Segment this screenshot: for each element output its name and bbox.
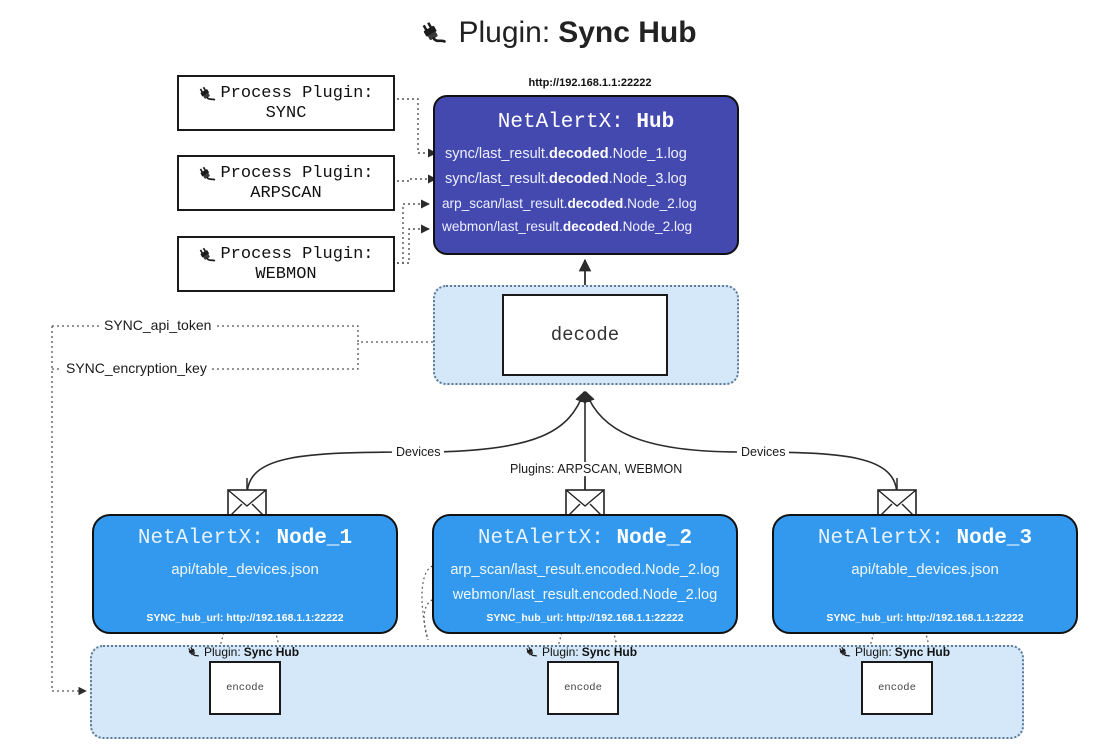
- plug-icon: [198, 245, 218, 265]
- encode-caption-name: Sync Hub: [243, 645, 300, 659]
- node-3-hub-url: SYNC_hub_url: http://192.168.1.1:22222: [826, 612, 1024, 624]
- encode-box-3[interactable]: encode: [861, 661, 933, 715]
- node-1[interactable]: NetAlertX: Node_1 api/table_devices.json…: [92, 514, 398, 634]
- node-title-name: Node_3: [956, 527, 1033, 550]
- log-em: decoded: [567, 195, 624, 211]
- log-post: .Node_1.log: [608, 146, 687, 162]
- node-title-name: Node_2: [616, 527, 693, 550]
- plug-icon: [525, 645, 539, 659]
- hub-log-line: arp_scan/last_result.decoded.Node_2.log: [435, 192, 737, 215]
- encode-box-1[interactable]: encode: [209, 661, 281, 715]
- plug-icon: [187, 645, 201, 659]
- plug-icon: [838, 645, 852, 659]
- plug-icon: [198, 84, 218, 104]
- node-title-name: Node_1: [276, 527, 353, 550]
- log-em: decoded: [548, 170, 609, 187]
- log-post: .Node_2.log: [618, 219, 693, 235]
- node-title-prefix: NetAlertX:: [477, 527, 604, 550]
- process-plugin-arpscan[interactable]: Process Plugin: ARPSCAN: [177, 155, 395, 211]
- decode-box[interactable]: decode: [502, 294, 668, 376]
- hub-log-line: sync/last_result.decoded.Node_3.log: [435, 167, 737, 192]
- encode-caption-prefix: Plugin:: [855, 645, 892, 659]
- plug-icon: [198, 164, 218, 184]
- edge-keys-to-encode-band: [51, 326, 87, 696]
- log-post: .Node_3.log: [608, 170, 687, 187]
- process-plugin-arpscan-row: Process Plugin:: [198, 163, 374, 184]
- hub-url-label: http://192.168.1.1:22222: [528, 77, 652, 89]
- node-line: arp_scan/last_result.encoded.Node_2.log: [450, 562, 720, 578]
- node-2-hub-url: SYNC_hub_url: http://192.168.1.1:22222: [486, 612, 684, 624]
- hub-log-list: sync/last_result.decoded.Node_1.log sync…: [435, 142, 737, 239]
- title-prefix: Plugin:: [458, 16, 551, 49]
- encode-2-caption: Plugin: Sync Hub: [525, 645, 637, 659]
- node-3-title: NetAlertX: Node_3: [774, 527, 1076, 550]
- log-pre: arp_scan/last_result.: [442, 195, 568, 211]
- sync-api-token-label: SYNC_api_token: [100, 317, 216, 333]
- node-2-body: arp_scan/last_result.encoded.Node_2.log …: [434, 558, 736, 608]
- encode-caption-prefix: Plugin:: [542, 645, 579, 659]
- encode-box-2[interactable]: encode: [547, 661, 619, 715]
- hub-log-line: webmon/last_result.decoded.Node_2.log: [435, 215, 737, 238]
- hub-title-name: Hub: [636, 111, 675, 134]
- encode-3-caption: Plugin: Sync Hub: [838, 645, 950, 659]
- encode-caption-name: Sync Hub: [894, 645, 951, 659]
- log-post: .Node_2.log: [623, 195, 697, 211]
- process-plugin-caption: Process Plugin:: [220, 83, 374, 103]
- process-plugin-webmon[interactable]: Process Plugin: WEBMON: [177, 236, 395, 292]
- edge-label-plugins-center: Plugins: ARPSCAN, WEBMON: [506, 462, 687, 476]
- process-plugin-name: WEBMON: [255, 265, 317, 284]
- edge-arpscan-to-hub: [397, 174, 437, 184]
- node-line: webmon/last_result.encoded.Node_2.log: [452, 586, 718, 603]
- node-1-body: api/table_devices.json: [94, 558, 396, 581]
- process-plugin-webmon-row: Process Plugin:: [198, 244, 374, 265]
- node-2[interactable]: NetAlertX: Node_2 arp_scan/last_result.e…: [432, 514, 738, 634]
- node-1-title: NetAlertX: Node_1: [94, 527, 396, 550]
- log-pre: sync/last_result.: [445, 170, 549, 187]
- sync-encryption-key-label: SYNC_encryption_key: [62, 360, 211, 376]
- process-plugin-name: SYNC: [265, 104, 307, 123]
- process-plugin-sync[interactable]: Process Plugin: SYNC: [177, 75, 395, 131]
- node-line: api/table_devices.json: [851, 561, 999, 578]
- page-title: Plugin: Sync Hub: [0, 16, 1117, 50]
- node-3-body: api/table_devices.json: [774, 558, 1076, 581]
- log-em: decoded: [548, 146, 609, 162]
- encode-caption-name: Sync Hub: [581, 645, 638, 659]
- hub-node[interactable]: NetAlertX: Hub sync/last_result.decoded.…: [433, 95, 739, 255]
- edge-sync-to-hub: [397, 98, 437, 158]
- edge-node3-to-decode: [584, 390, 898, 497]
- node-title-prefix: NetAlertX:: [137, 527, 264, 550]
- process-plugin-name: ARPSCAN: [250, 184, 322, 203]
- node-line: api/table_devices.json: [171, 561, 319, 578]
- edge-label-devices-right: Devices: [737, 445, 790, 459]
- process-plugin-caption: Process Plugin:: [220, 244, 374, 264]
- hub-title-prefix: NetAlertX:: [497, 111, 624, 134]
- plug-icon: [420, 18, 450, 48]
- process-plugin-caption: Process Plugin:: [220, 163, 374, 183]
- edge-label-devices-left: Devices: [392, 445, 445, 459]
- encode-1-caption: Plugin: Sync Hub: [187, 645, 299, 659]
- node-3[interactable]: NetAlertX: Node_3 api/table_devices.json…: [772, 514, 1078, 634]
- process-plugin-sync-row: Process Plugin:: [198, 83, 374, 104]
- hub-title: NetAlertX: Hub: [435, 111, 737, 134]
- node-title-prefix: NetAlertX:: [817, 527, 944, 550]
- hub-log-line: sync/last_result.decoded.Node_1.log: [435, 142, 737, 167]
- log-em: decoded: [562, 219, 619, 235]
- node-2-title: NetAlertX: Node_2: [434, 527, 736, 550]
- edge-node1-to-decode: [246, 390, 586, 497]
- log-pre: webmon/last_result.: [442, 219, 563, 235]
- edge-webmon-to-hub-1: [397, 224, 430, 264]
- title-plugin-name: Sync Hub: [558, 16, 697, 49]
- edge-webmon-to-hub-2: [397, 199, 430, 264]
- encode-caption-prefix: Plugin:: [204, 645, 241, 659]
- node-1-hub-url: SYNC_hub_url: http://192.168.1.1:22222: [146, 612, 344, 624]
- log-pre: sync/last_result.: [445, 146, 549, 162]
